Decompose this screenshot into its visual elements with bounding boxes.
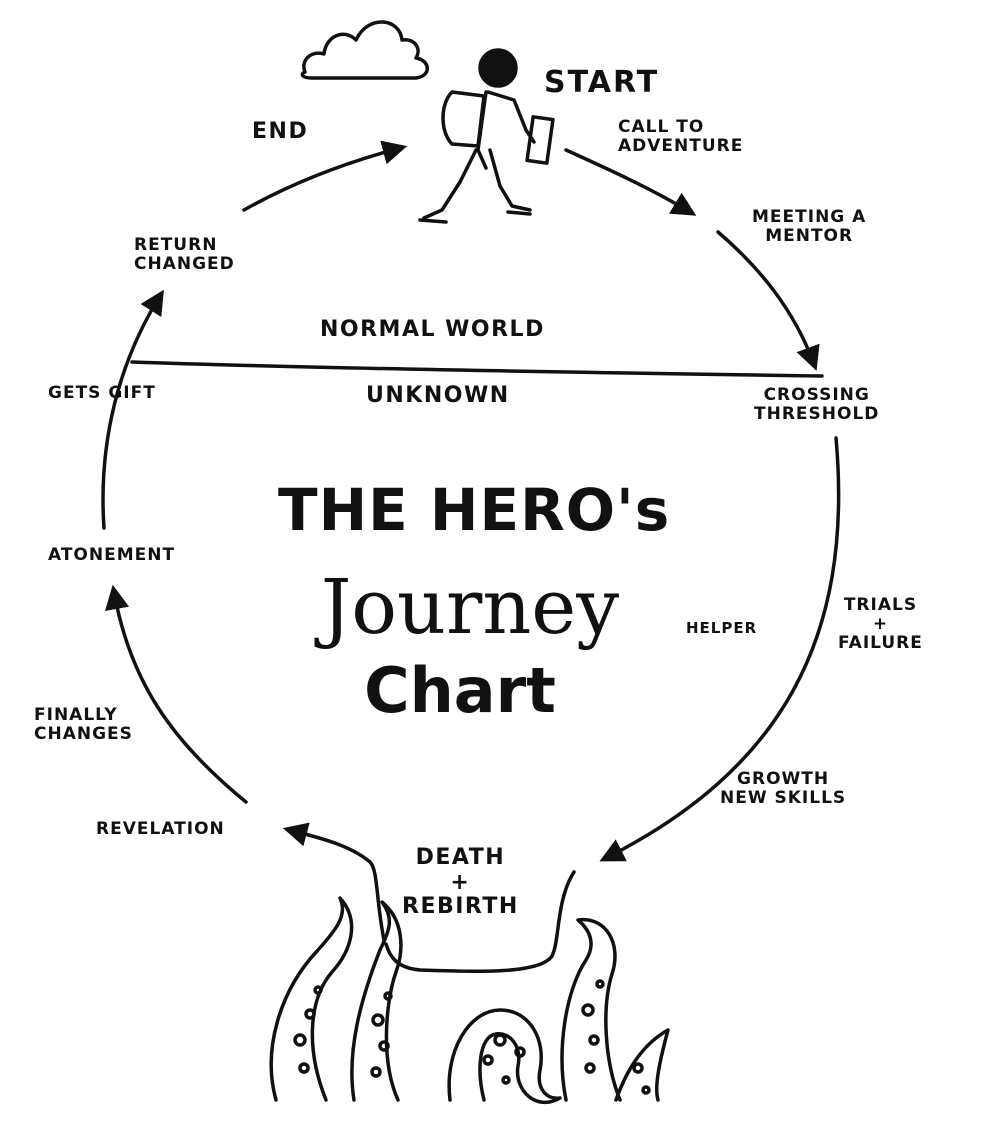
arrow-start-to-mentor <box>564 148 697 216</box>
death-line-2: + <box>450 869 471 895</box>
arrow-mentor-to-threshold <box>716 230 820 371</box>
trials-line-3: FAILURE <box>838 633 923 654</box>
arrow-return-to-end <box>242 140 408 212</box>
growth-line-1: GROWTH <box>737 769 830 789</box>
stage-call-to-adventure: CALL TO ADVENTURE <box>618 117 744 157</box>
arrow-threshold-to-growth <box>599 436 841 862</box>
mentor-line-2: MENTOR <box>765 226 854 247</box>
return-line-2: CHANGED <box>134 254 235 275</box>
stage-gets-gift: GETS GIFT <box>48 383 156 403</box>
world-unknown-label: UNKNOWN <box>366 383 510 408</box>
arrow-atonement-to-return <box>101 289 164 530</box>
world-divider-line <box>130 360 824 378</box>
arrow-revelation-to-atonement <box>105 584 248 804</box>
stage-revelation: REVELATION <box>96 819 225 839</box>
stage-end: END <box>252 119 309 144</box>
death-line-1: DEATH <box>415 845 506 870</box>
stage-finally-changes: FINALLY CHANGES <box>34 705 133 745</box>
stage-meeting-mentor: MEETING A MENTOR <box>752 207 867 247</box>
tentacle-icon <box>269 896 670 1105</box>
return-line-1: RETURN <box>134 235 218 255</box>
call-line-2: ADVENTURE <box>618 136 744 157</box>
title-line-2: Journey <box>320 562 620 651</box>
stage-helper: HELPER <box>686 619 758 637</box>
stage-death-rebirth: DEATH + REBIRTH <box>402 845 519 920</box>
stage-start: START <box>544 65 660 100</box>
death-line-3: REBIRTH <box>402 894 519 920</box>
mentor-line-1: MEETING A <box>752 207 867 227</box>
finally-line-1: FINALLY <box>34 705 118 725</box>
trials-line-1: TRIALS <box>843 595 918 615</box>
hiker-icon <box>418 48 555 224</box>
crossing-line-1: CROSSING <box>763 385 870 405</box>
cloud-icon <box>300 20 429 80</box>
title-line-1: THE HERO's <box>278 476 671 544</box>
stage-growth: GROWTH NEW SKILLS <box>720 769 847 809</box>
finally-line-2: CHANGES <box>34 724 133 745</box>
title-line-3: Chart <box>364 654 556 727</box>
stage-crossing-threshold: CROSSING THRESHOLD <box>754 385 880 425</box>
rebirth-connector <box>384 870 576 974</box>
world-normal-label: NORMAL WORLD <box>320 317 545 342</box>
arrow-rebirth-to-revelation <box>282 822 386 942</box>
crossing-line-2: THRESHOLD <box>754 404 880 425</box>
stage-trials-failure: TRIALS + FAILURE <box>838 595 923 654</box>
stage-atonement: ATONEMENT <box>48 545 176 565</box>
stage-return-changed: RETURN CHANGED <box>134 235 235 275</box>
growth-line-2: NEW SKILLS <box>720 788 847 809</box>
trials-line-2: + <box>872 614 889 635</box>
call-line-1: CALL TO <box>618 117 705 137</box>
